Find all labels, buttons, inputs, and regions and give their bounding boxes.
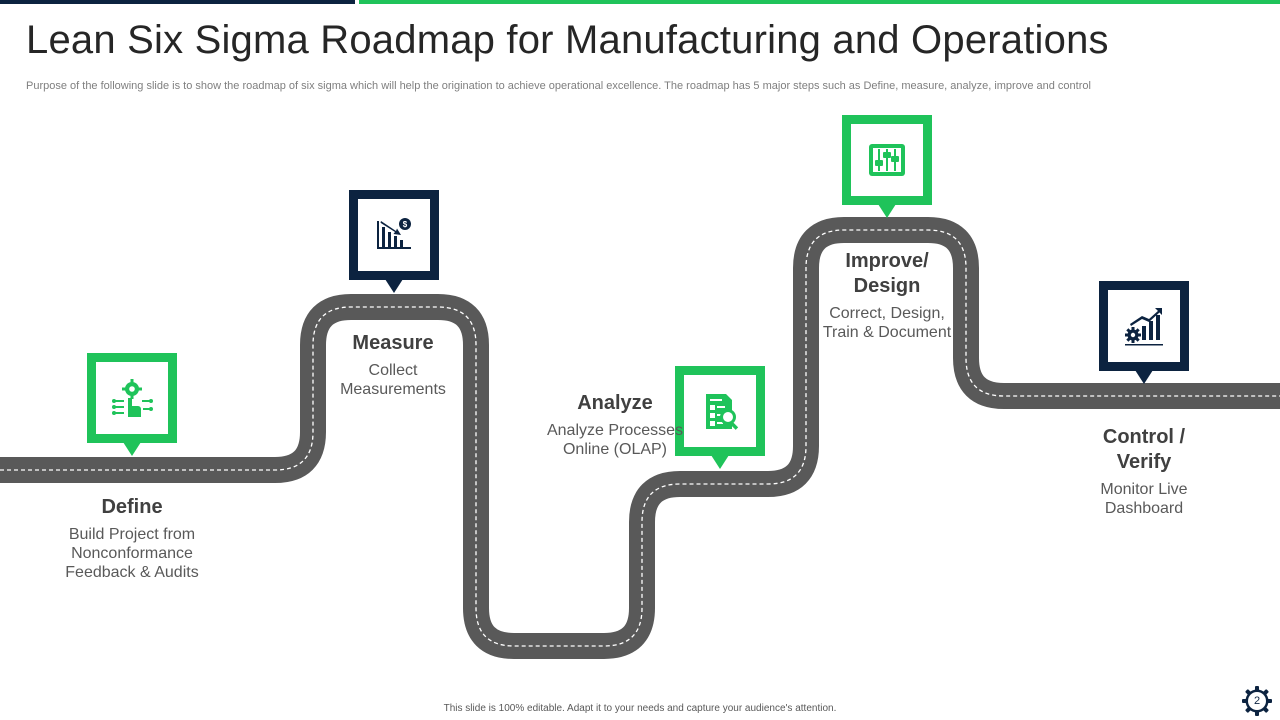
slide-footer: This slide is 100% editable. Adapt it to… (443, 703, 837, 714)
marker-icon-box (851, 124, 923, 196)
gear-growth-chart-icon (1125, 308, 1163, 346)
step-description: Monitor Live Dashboard (1069, 480, 1219, 518)
step-analyze: Analyze Analyze Processes Online (OLAP) (500, 391, 730, 459)
top-accent-bar-navy (0, 0, 355, 4)
slide-title: Lean Six Sigma Roadmap for Manufacturing… (26, 18, 1109, 62)
step-title: Measure (352, 332, 434, 354)
marker-pointer (123, 442, 141, 456)
step-title-line: Design (853, 275, 921, 297)
marker-pointer (385, 279, 403, 293)
step-control: Control / Verify Monitor Live Dashboard (1069, 425, 1219, 518)
step-description: Collect Measurements (318, 361, 468, 399)
step-description-line: Dashboard (1104, 500, 1184, 517)
step-improve: Improve/ Design Correct, Design, Train &… (812, 249, 962, 342)
step-define: Define Build Project from Nonconformance… (32, 495, 232, 582)
slide-subtitle: Purpose of the following slide is to sho… (26, 80, 1091, 92)
step-title-line: Verify (1116, 451, 1172, 473)
marker-icon-box: $ (358, 199, 430, 271)
marker-icon-box (684, 375, 756, 447)
marker-pointer (878, 204, 896, 218)
step-description-line: Online (OLAP) (562, 441, 668, 458)
step-title: Improve/ Design (812, 249, 962, 299)
step-description-line: Collect (368, 362, 418, 379)
step-description-line: Measurements (340, 381, 446, 398)
define-marker (87, 353, 177, 456)
step-description-line: Feedback & Audits (65, 564, 199, 581)
top-accent-bar-green (359, 0, 1280, 4)
improve-marker (842, 115, 932, 218)
step-description: Analyze Processes Online (OLAP) (500, 421, 730, 459)
page-number: 2 (1253, 695, 1261, 707)
svg-text:$: $ (403, 220, 408, 229)
control-sliders-icon (869, 144, 905, 176)
step-description: Build Project from Nonconformance Feedba… (32, 525, 232, 582)
marker-icon-box (1108, 290, 1180, 362)
control-marker (1099, 281, 1189, 384)
step-description-line: Analyze Processes (546, 422, 684, 439)
report-magnifier-icon (706, 394, 739, 430)
step-description-line: Correct, Design, (829, 305, 945, 322)
step-title: Analyze (577, 392, 653, 414)
step-description: Correct, Design, Train & Document (812, 304, 962, 342)
step-title: Define (101, 496, 163, 518)
step-description-line: Monitor Live (1100, 481, 1188, 498)
step-title-line: Improve/ (845, 250, 929, 272)
step-description-line: Train & Document (822, 324, 952, 341)
step-description-line: Build Project from (68, 526, 196, 543)
step-description-line: Nonconformance (71, 545, 193, 562)
step-title: Control / Verify (1069, 425, 1219, 475)
gear-icon (1242, 686, 1272, 716)
analyze-marker (675, 366, 765, 469)
step-measure: Measure Collect Measurements (318, 331, 468, 399)
marker-pointer (1135, 370, 1153, 384)
measure-marker: $ (349, 190, 439, 293)
bar-chart-dollar-icon: $ (377, 218, 411, 249)
marker-pointer (711, 455, 729, 469)
step-title-line: Control / (1102, 426, 1186, 448)
hand-gear-circuit-icon (112, 379, 153, 417)
marker-icon-box (96, 362, 168, 434)
